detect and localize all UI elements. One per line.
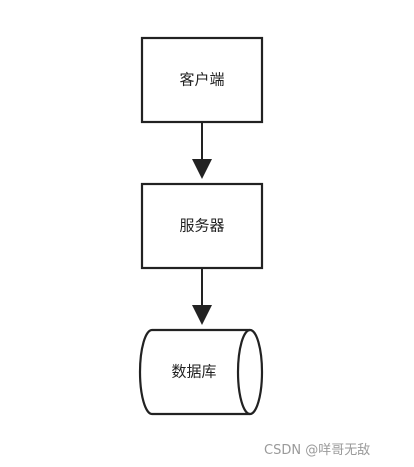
client-node: 客户端 — [140, 36, 264, 124]
database-cylinder-edge — [236, 328, 251, 416]
server-label: 服务器 — [179, 217, 224, 235]
database-node: 数据库 — [138, 328, 264, 416]
client-box — [140, 36, 264, 124]
watermark-text: CSDN @咩哥无敌 — [264, 443, 371, 458]
client-label: 客户端 — [179, 71, 224, 89]
server-node: 服务器 — [140, 182, 264, 270]
server-box — [140, 182, 264, 270]
database-label: 数据库 — [171, 363, 216, 381]
